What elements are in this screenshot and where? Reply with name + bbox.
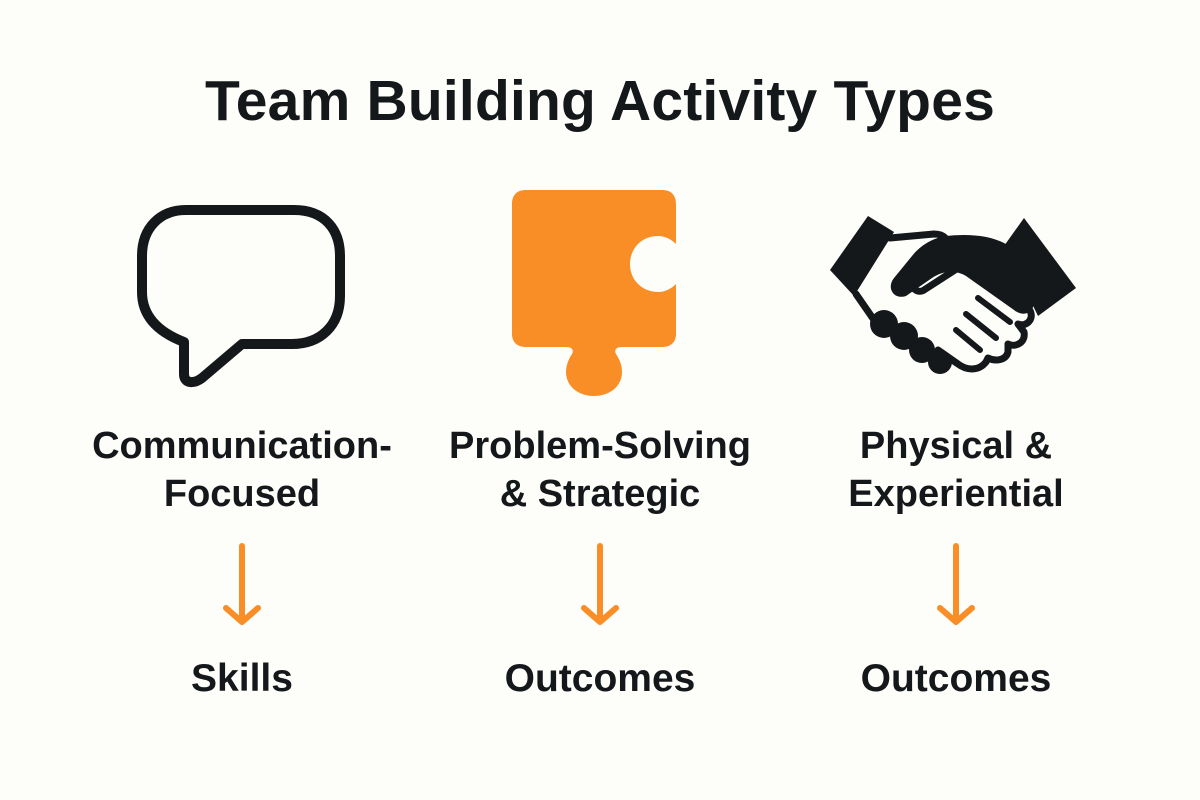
handshake-icon [828, 212, 1078, 376]
puzzle-piece-icon [510, 188, 680, 398]
category-label: Communication- Focused [60, 422, 424, 518]
category-label-line-1: Problem-Solving [449, 425, 751, 467]
diagram-title: Team Building Activity Types [204, 69, 996, 133]
category-label-line-2: & Strategic [499, 473, 701, 515]
category-label-line-1: Communication- [92, 425, 392, 467]
speech-bubble-icon [134, 204, 350, 390]
category-label-line-1: Physical & [859, 425, 1053, 467]
column-problem-solving: Problem-Solving & Strategic Outcomes [420, 0, 780, 800]
down-arrow-icon [936, 540, 976, 630]
category-label: Problem-Solving & Strategic [420, 422, 780, 518]
result-label: Outcomes [504, 657, 696, 700]
result-label: Skills [191, 657, 293, 700]
category-label-line-2: Experiential [848, 473, 1064, 515]
category-label-line-2: Focused [163, 473, 321, 515]
result-label: Outcomes [860, 657, 1052, 700]
down-arrow-icon [222, 540, 262, 630]
column-physical: Physical & Experiential Outcomes [776, 0, 1136, 800]
column-communication: Communication- Focused Skills [60, 0, 424, 800]
down-arrow-icon [580, 540, 620, 630]
category-label: Physical & Experiential [776, 422, 1136, 518]
